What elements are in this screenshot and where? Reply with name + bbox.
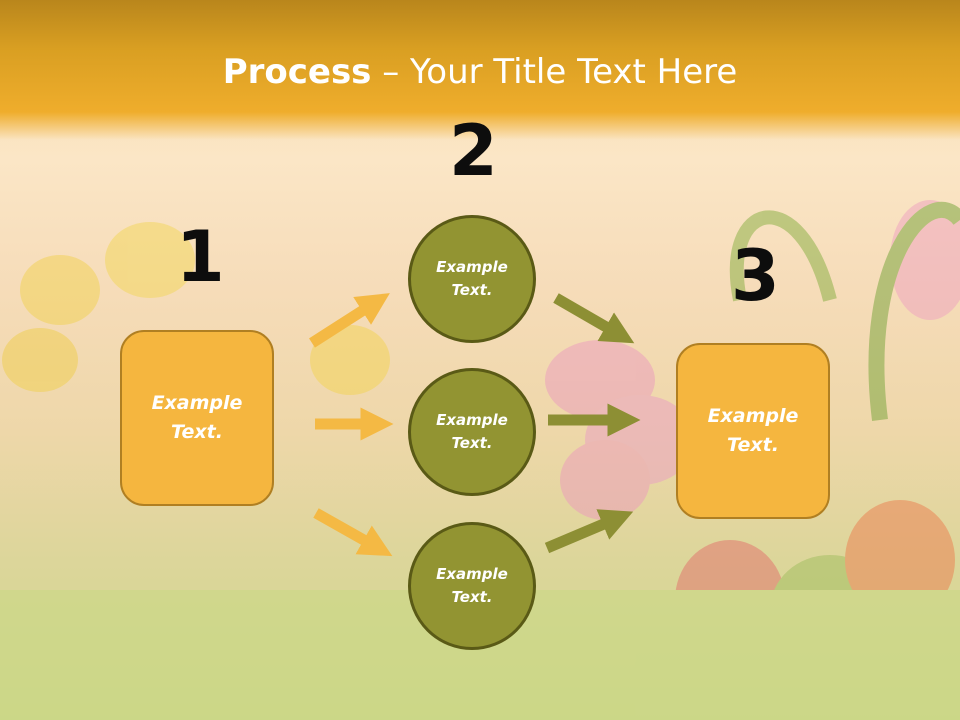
left-box-line-1: Example <box>151 392 243 414</box>
left-box-line-2: Text. <box>171 421 223 443</box>
daffodil-decoration <box>310 325 390 395</box>
circle-1-line-2: Text. <box>451 281 493 299</box>
basket-handle-decoration <box>729 210 837 302</box>
circle-2-line-2: Text. <box>451 434 493 452</box>
daffodil-decoration <box>2 328 78 392</box>
process-circle-3: Example Text. <box>408 522 536 650</box>
right-box-line-1: Example <box>707 405 799 427</box>
title-bold: Process <box>222 52 372 92</box>
arrow-to-circle-3 <box>313 508 393 557</box>
right-process-box: Example Text. <box>676 343 830 519</box>
daffodil-decoration <box>105 222 195 298</box>
circle-3-line-1: Example <box>436 565 508 583</box>
step-number-1: 1 <box>176 216 225 298</box>
title-bar <box>0 0 960 140</box>
basket-handle-decoration <box>868 201 960 421</box>
slide-title: Process – Your Title Text Here <box>0 52 960 92</box>
step-number-2: 2 <box>449 110 498 192</box>
arrow-from-circle-3 <box>544 509 634 554</box>
title-rest: – Your Title Text Here <box>371 52 738 92</box>
arrow-from-circle-1 <box>553 293 635 344</box>
right-box-line-2: Text. <box>727 434 779 456</box>
circle-2-line-1: Example <box>436 411 508 429</box>
left-process-box: Example Text. <box>120 330 274 506</box>
daffodil-decoration <box>20 255 100 325</box>
step-number-3: 3 <box>731 235 780 317</box>
process-circle-2: Example Text. <box>408 368 536 496</box>
circle-3-line-2: Text. <box>451 588 493 606</box>
process-circle-1: Example Text. <box>408 215 536 343</box>
tulip-decoration <box>560 440 650 520</box>
circle-1-line-1: Example <box>436 258 508 276</box>
arrow-to-circle-1 <box>309 293 390 348</box>
